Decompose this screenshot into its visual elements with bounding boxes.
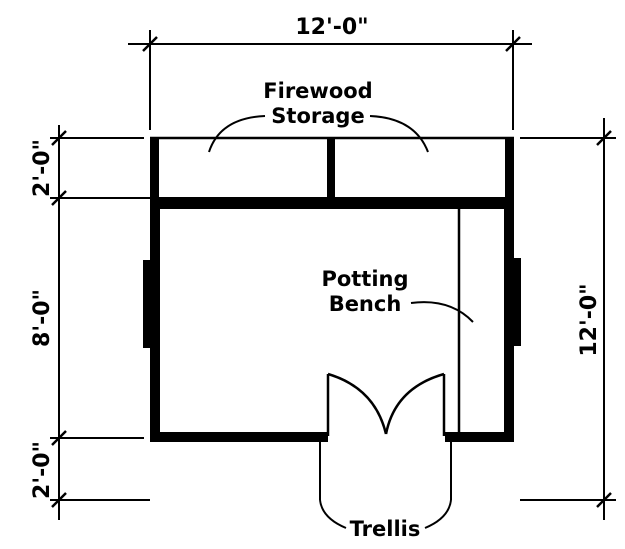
left-dimension: 2'-0" 8'-0" 2'-0" xyxy=(30,125,152,520)
potting-bench-label-line2: Bench xyxy=(329,292,402,316)
left-dimension-trellis-label: 2'-0" xyxy=(30,441,55,499)
double-door xyxy=(326,372,446,436)
firewood-leader-left xyxy=(208,115,266,153)
firewood-storage-label-line1: Firewood xyxy=(263,79,372,103)
walls xyxy=(143,137,521,442)
firewood-leader-right xyxy=(369,115,429,153)
trellis-label: Trellis xyxy=(350,517,421,541)
potting-leader xyxy=(410,301,474,323)
left-dimension-main-label: 8'-0" xyxy=(30,289,55,347)
right-dimension-label: 12'-0" xyxy=(577,283,602,356)
right-window xyxy=(504,258,521,346)
top-dimension: 12'-0" xyxy=(128,15,532,130)
firewood-storage-label-line2: Storage xyxy=(271,104,364,128)
left-dimension-storage-label: 2'-0" xyxy=(30,139,55,197)
top-dimension-label: 12'-0" xyxy=(295,15,368,40)
left-window xyxy=(143,260,160,348)
potting-bench-label-line1: Potting xyxy=(321,267,408,291)
right-dimension: 12'-0" xyxy=(520,118,616,520)
trellis xyxy=(319,440,452,529)
